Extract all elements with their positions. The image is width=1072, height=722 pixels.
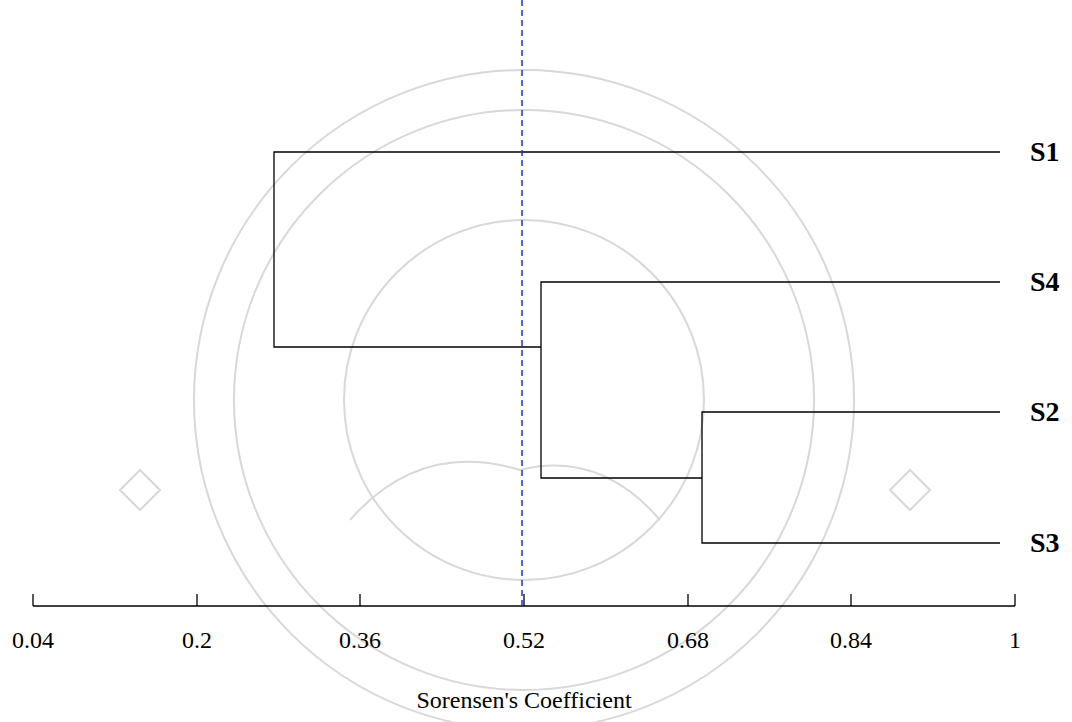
x-axis — [33, 594, 1015, 606]
leaf-label: S4 — [1030, 268, 1060, 296]
tick-label: 0.84 — [830, 628, 872, 652]
axis-title: Sorensen's Coefficient — [416, 688, 631, 712]
leaf-label: S3 — [1030, 529, 1060, 557]
tick-label: 0.52 — [503, 628, 545, 652]
tick-label: 0.04 — [12, 628, 54, 652]
tick-label: 0.68 — [667, 628, 709, 652]
dendrogram-branches — [274, 152, 1000, 543]
tick-label: 0.36 — [339, 628, 381, 652]
watermark-logo — [120, 70, 930, 722]
cut-line — [521, 0, 523, 606]
tick-label: 1 — [1009, 628, 1021, 652]
leaf-label: S2 — [1030, 398, 1060, 426]
tick-label: 0.2 — [182, 628, 212, 652]
leaf-label: S1 — [1030, 138, 1060, 166]
